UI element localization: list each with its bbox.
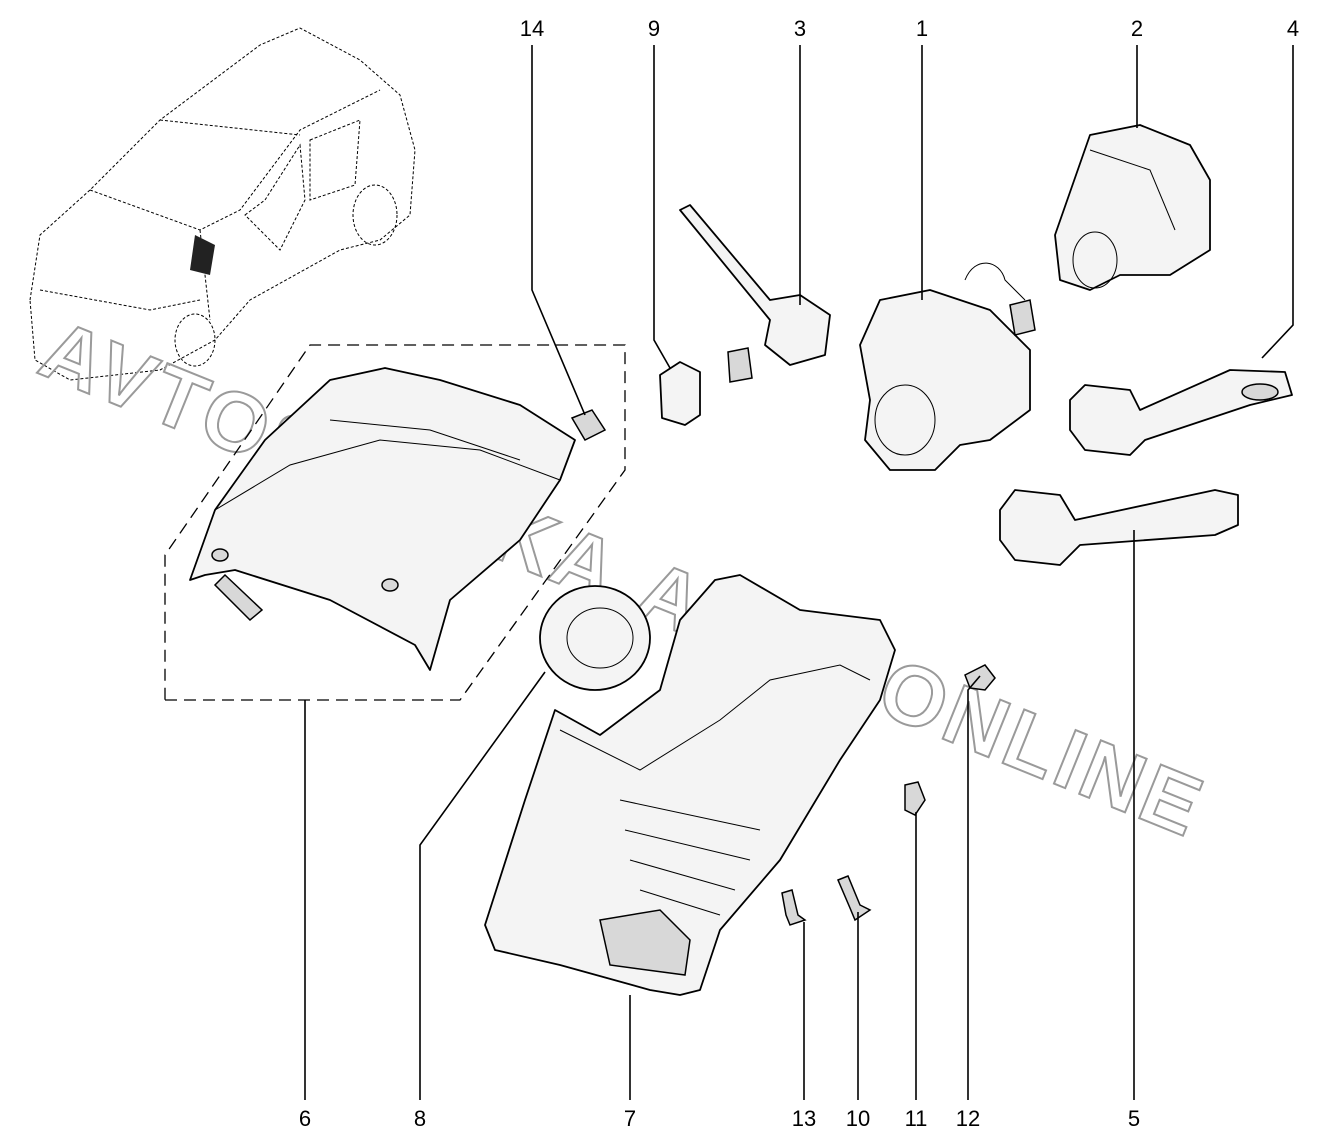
- callout-8: 8: [414, 1106, 426, 1131]
- callout-11: 11: [905, 1106, 928, 1131]
- leader-lines: [304, 45, 1294, 1100]
- part-10-pin: [837, 875, 872, 922]
- part-8-seal-ring: [539, 585, 651, 691]
- part-1-ignition-switch: [859, 262, 1036, 471]
- part-11-clip: [904, 781, 926, 816]
- assembly-group-outline: [164, 344, 626, 701]
- part-14-clip: [570, 409, 607, 441]
- part-7-lower-shroud: [484, 574, 896, 996]
- callout-4: 4: [1287, 16, 1299, 41]
- part-5-stalk-switch: [999, 489, 1239, 566]
- callout-14: 14: [520, 16, 544, 41]
- callout-10: 10: [846, 1106, 870, 1131]
- part-6-upper-shroud: [189, 367, 576, 671]
- callout-2: 2: [1131, 16, 1143, 41]
- callout-7: 7: [624, 1106, 636, 1131]
- callout-12: 12: [956, 1106, 980, 1131]
- callout-1: 1: [916, 16, 928, 41]
- part-13-screw: [781, 889, 807, 926]
- callout-13: 13: [792, 1106, 816, 1131]
- vehicle-locator-sketch: [29, 27, 416, 381]
- part-3-stalk-switch: [679, 204, 831, 383]
- callout-labels: 14 9 3 1 2 4 6 8 7 13 10 11 12 5: [299, 16, 1299, 1131]
- part-9-switch: [659, 361, 701, 426]
- callout-9: 9: [648, 16, 660, 41]
- callout-3: 3: [794, 16, 806, 41]
- part-2-switch-housing: [1054, 124, 1211, 291]
- part-4-stalk-switch: [1069, 369, 1293, 456]
- callout-5: 5: [1128, 1106, 1140, 1131]
- callout-6: 6: [299, 1106, 311, 1131]
